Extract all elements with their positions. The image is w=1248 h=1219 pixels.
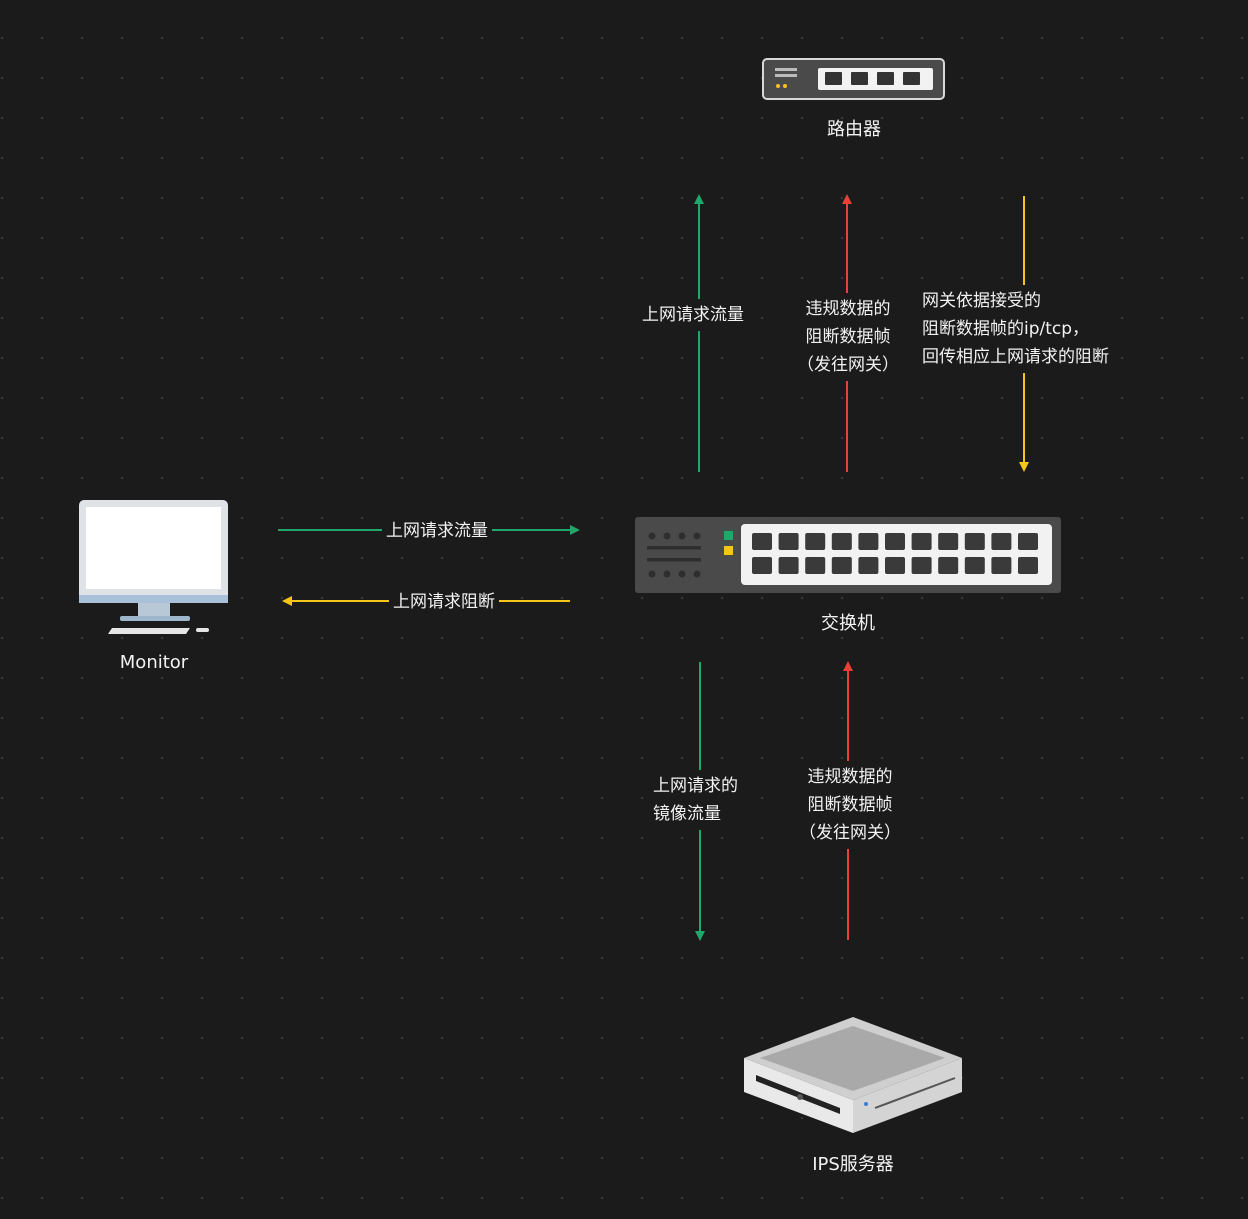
router-label: 路由器	[827, 119, 881, 140]
edge-label-switch-to-router: 上网请求流量	[638, 299, 748, 331]
switch-port	[778, 557, 799, 574]
switch-port	[752, 557, 772, 574]
router-icon	[762, 58, 945, 100]
switch-port	[911, 533, 932, 550]
switch-port	[911, 557, 932, 574]
edge-label-switch-to-ips: 上网请求的 镜像流量	[649, 770, 742, 830]
switch-port	[805, 557, 826, 574]
switch-port	[885, 533, 905, 550]
monitor-label: Monitor	[119, 652, 189, 673]
monitor-icon	[79, 500, 228, 634]
switch-port	[831, 533, 852, 550]
switch-port	[991, 557, 1012, 574]
switch-port	[858, 557, 879, 574]
switch-port	[858, 533, 879, 550]
edge-label-router-to-switch: 网关依据接受的 阻断数据帧的ip/tcp， 回传相应上网请求的阻断	[918, 285, 1113, 373]
switch-port	[964, 557, 985, 574]
switch-port	[831, 557, 852, 574]
switch-port	[938, 533, 959, 550]
switch-port	[885, 557, 905, 574]
switch-port	[1018, 557, 1038, 574]
ips-server-icon	[744, 1017, 962, 1133]
switch-port	[805, 533, 826, 550]
switch-icon	[635, 517, 1061, 593]
edge-label-ips-to-switch-block: 违规数据的 阻断数据帧 （发往网关）	[795, 761, 905, 849]
edge-label-switch-to-pc: 上网请求阻断	[389, 586, 499, 618]
edge-label-switch-to-router-block: 违规数据的 阻断数据帧 （发往网关）	[793, 293, 903, 381]
ips-label: IPS服务器	[812, 1154, 894, 1175]
switch-label: 交换机	[821, 613, 875, 634]
switch-port	[1018, 533, 1038, 550]
switch-port	[778, 533, 799, 550]
edge-label-pc-to-switch: 上网请求流量	[382, 515, 492, 547]
switch-port	[964, 533, 985, 550]
switch-port	[938, 557, 959, 574]
switch-port	[752, 533, 772, 550]
switch-port	[991, 533, 1012, 550]
